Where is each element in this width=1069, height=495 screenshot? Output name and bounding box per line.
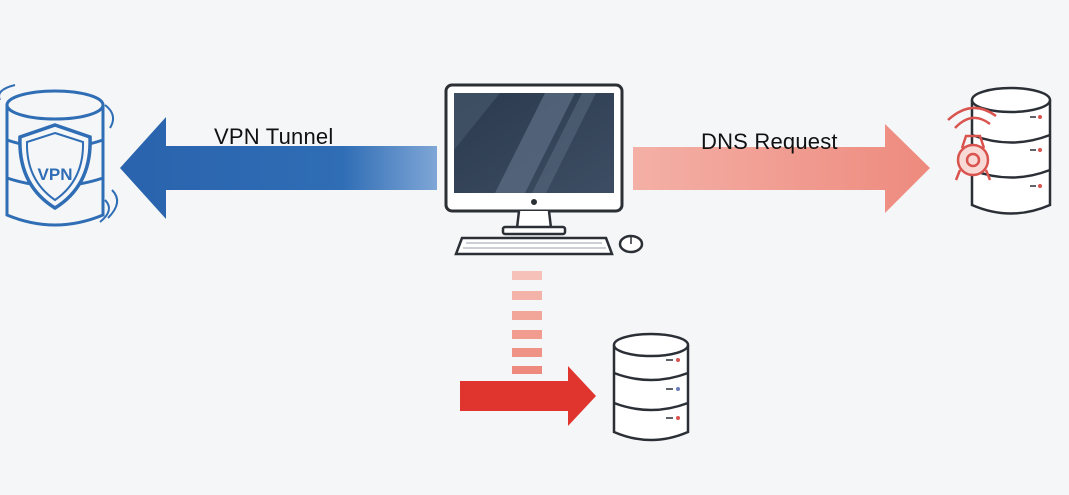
database-server-icon: [612, 332, 690, 442]
dns-request-label: DNS Request: [701, 129, 838, 154]
vpn-badge-text: VPN: [38, 165, 73, 184]
vpn-tunnel-label: VPN Tunnel: [214, 124, 334, 149]
leak-dashed-path: [512, 271, 542, 374]
vpn-tunnel-arrow: [120, 117, 437, 219]
leak-arrow: [460, 366, 596, 426]
desktop-computer-icon: [444, 83, 644, 256]
dns-request-arrow: [633, 124, 930, 213]
vpn-server-shield-icon: VPN: [0, 84, 119, 227]
dns-server-alert-icon: [947, 86, 1052, 215]
